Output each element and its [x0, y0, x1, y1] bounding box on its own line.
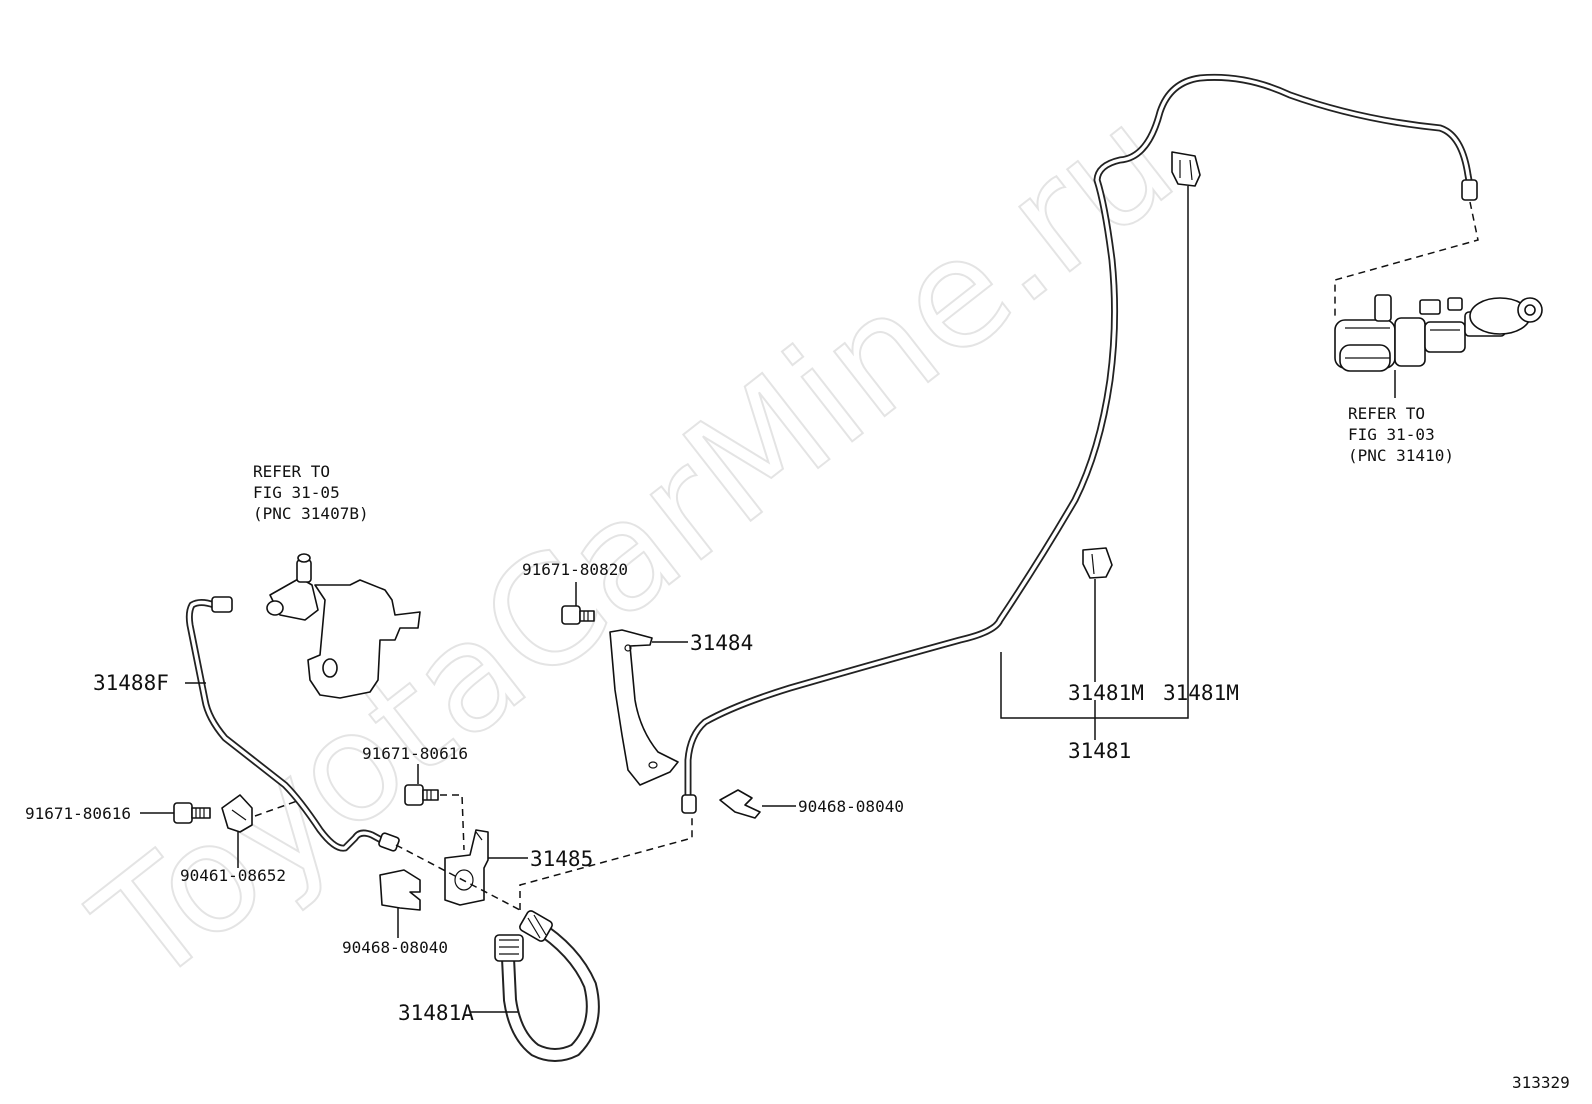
clutch-line-31481[interactable] — [681, 73, 1478, 814]
label-31488F: 31488F — [93, 671, 169, 695]
clutch-line-31488F[interactable] — [185, 596, 400, 852]
clamp-31481M-upper[interactable] — [1171, 151, 1201, 187]
clamp-31481M-lower[interactable] — [1082, 547, 1113, 579]
label-90461-08652: 90461-08652 — [180, 866, 286, 885]
clip-90468-08040-left[interactable] — [379, 869, 421, 911]
label-91671-80820: 91671-80820 — [522, 560, 628, 579]
label-90468-08040-right: 90468-08040 — [798, 797, 904, 816]
ref-right-line3: (PNC 31410) — [1348, 446, 1454, 465]
figure-number: 313329 — [1512, 1073, 1570, 1092]
bolt-91671-80820[interactable] — [561, 605, 595, 625]
label-91671-80616-left: 91671-80616 — [25, 804, 131, 823]
label-31481A: 31481A — [398, 1001, 474, 1025]
label-90468-08040-left: 90468-08040 — [342, 938, 448, 957]
label-31481M-b: 31481M — [1163, 681, 1239, 705]
bracket-31484[interactable] — [609, 629, 679, 786]
pipe-fitting-31488F-top — [211, 596, 233, 613]
bracket-31485[interactable] — [444, 829, 489, 906]
label-91671-80616-mid: 91671-80616 — [362, 744, 468, 763]
label-31485: 31485 — [530, 847, 593, 871]
clip-90461-08652[interactable] — [221, 794, 253, 833]
ref-left-line2: FIG 31-05 — [253, 483, 340, 502]
label-31481M-a: 31481M — [1068, 681, 1144, 705]
pipe-fitting-upper — [1461, 179, 1478, 201]
master-cylinder[interactable] — [1334, 294, 1543, 372]
ref-right-line1: REFER TO — [1348, 404, 1425, 423]
label-31481: 31481 — [1068, 739, 1131, 763]
ref-left-line1: REFER TO — [253, 462, 330, 481]
clip-90468-08040-right[interactable] — [719, 789, 761, 819]
label-31484: 31484 — [690, 631, 753, 655]
pipe-fitting-lower — [681, 794, 697, 814]
flexible-hose-31481A[interactable] — [494, 909, 600, 1062]
ref-left-line3: (PNC 31407B) — [253, 504, 369, 523]
ref-right-line2: FIG 31-03 — [1348, 425, 1435, 444]
bolt-91671-80616-left[interactable] — [173, 802, 211, 824]
release-cylinder[interactable] — [266, 553, 421, 699]
bolt-91671-80616-mid[interactable] — [404, 784, 439, 806]
